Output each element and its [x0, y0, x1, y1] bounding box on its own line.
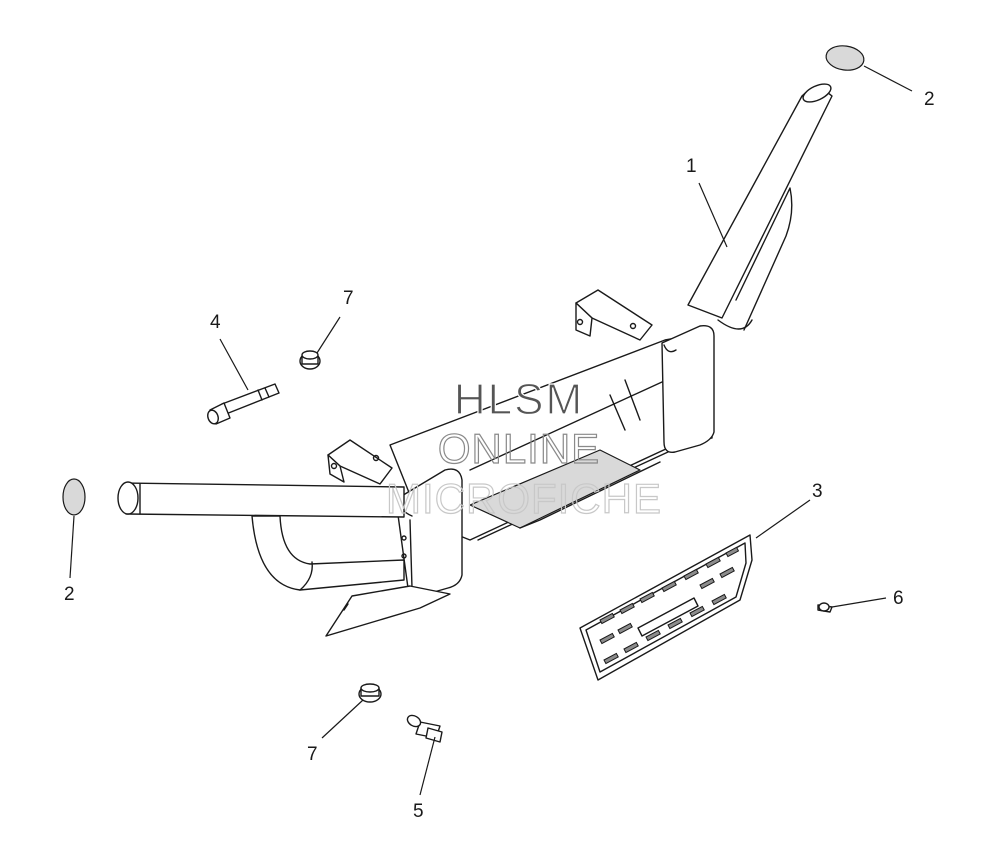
callout-5: 5: [413, 801, 424, 822]
end-cap-left: [62, 478, 86, 516]
watermark-line-2: ONLINE: [438, 425, 600, 472]
callout-7-upper: 7: [343, 288, 354, 309]
small-screw: [817, 602, 833, 613]
grille-panel: [579, 534, 753, 681]
callout-3: 3: [812, 481, 823, 502]
long-bolt: [207, 383, 280, 425]
watermark-line-3: MICROFICHE: [386, 475, 662, 522]
callout-4: 4: [210, 312, 221, 333]
bumper-frame: [117, 83, 833, 637]
end-cap-top-right: [825, 45, 865, 71]
callout-2-top: 2: [924, 89, 935, 110]
callout-6: 6: [893, 588, 904, 609]
watermark-line-1: HLSM: [454, 375, 584, 424]
callout-7-lower: 7: [307, 744, 318, 765]
short-bolt: [406, 714, 443, 743]
flange-nut-upper: [299, 350, 321, 370]
leader-lines: [69, 65, 913, 796]
flange-nut-lower: [358, 683, 382, 703]
callout-1: 1: [686, 156, 697, 177]
callout-2-left: 2: [64, 584, 75, 605]
